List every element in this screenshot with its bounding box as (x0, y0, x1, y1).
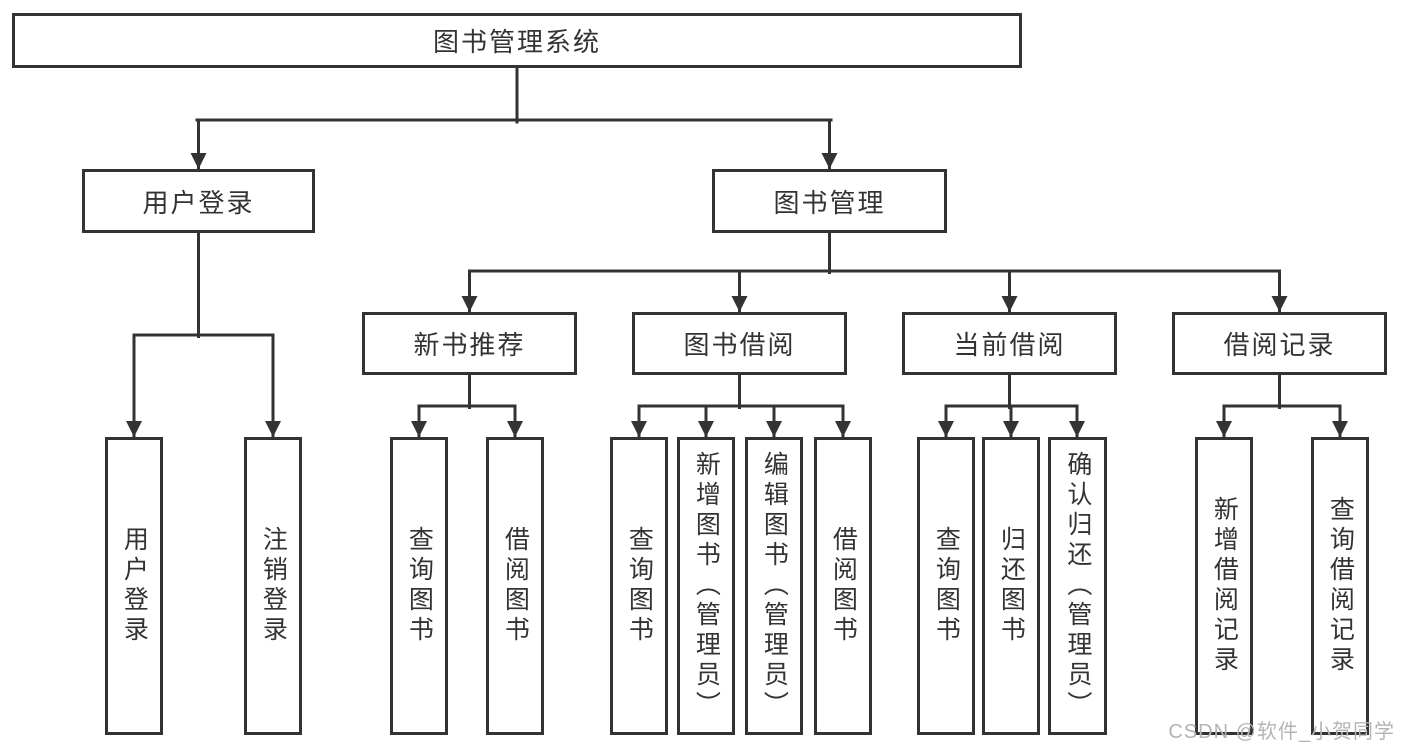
leaf-borrow-books-borrow-label: 借阅图书 (829, 526, 858, 646)
node-book-management: 图书管理 (712, 169, 947, 233)
leaf-query-borrow-record-label: 查询借阅记录 (1326, 496, 1355, 676)
leaf-return-book-label: 归还图书 (997, 526, 1026, 646)
leaf-query-books-recommend-label: 查询图书 (405, 526, 434, 646)
leaf-query-books-borrow-label: 查询图书 (625, 526, 654, 646)
node-borrow-records: 借阅记录 (1172, 312, 1387, 375)
node-user-login-group: 用户登录 (82, 169, 315, 233)
node-user-login-group-label: 用户登录 (142, 187, 255, 218)
leaf-logout: 注销登录 (244, 437, 302, 735)
node-new-book-recommend-label: 新书推荐 (413, 330, 526, 360)
node-current-borrow: 当前借阅 (902, 312, 1117, 375)
leaf-borrow-books-recommend: 借阅图书 (486, 437, 544, 735)
leaf-query-borrow-record: 查询借阅记录 (1311, 437, 1369, 735)
node-book-management-label: 图书管理 (773, 187, 886, 218)
leaf-confirm-return-admin: 确认归还（管理员） (1048, 437, 1107, 735)
leaf-user-login: 用户登录 (105, 437, 163, 735)
leaf-query-books-current-label: 查询图书 (932, 526, 961, 646)
leaf-borrow-books-recommend-label: 借阅图书 (501, 526, 530, 646)
leaf-add-borrow-record-label: 新增借阅记录 (1210, 496, 1239, 676)
leaf-user-login-label: 用户登录 (120, 526, 149, 646)
node-book-borrow: 图书借阅 (632, 312, 847, 375)
leaf-edit-book-admin-label: 编辑图书（管理员） (760, 451, 789, 721)
node-borrow-records-label: 借阅记录 (1223, 330, 1336, 360)
node-root-label: 图书管理系统 (432, 27, 601, 57)
leaf-query-books-recommend: 查询图书 (390, 437, 448, 735)
node-root: 图书管理系统 (12, 13, 1022, 68)
csdn-watermark: CSDN @软件_小贺同学 (1168, 721, 1395, 743)
leaf-add-book-admin-label: 新增图书（管理员） (692, 451, 721, 721)
leaf-logout-label: 注销登录 (259, 526, 288, 646)
leaf-borrow-books-borrow: 借阅图书 (814, 437, 872, 735)
node-book-borrow-label: 图书借阅 (683, 330, 796, 360)
leaf-edit-book-admin: 编辑图书（管理员） (745, 437, 803, 735)
node-new-book-recommend: 新书推荐 (362, 312, 577, 375)
leaf-add-borrow-record: 新增借阅记录 (1195, 437, 1253, 735)
leaf-query-books-borrow: 查询图书 (610, 437, 668, 735)
leaf-query-books-current: 查询图书 (917, 437, 975, 735)
node-current-borrow-label: 当前借阅 (953, 330, 1066, 360)
leaf-confirm-return-admin-label: 确认归还（管理员） (1063, 451, 1092, 721)
leaf-add-book-admin: 新增图书（管理员） (677, 437, 735, 735)
leaf-return-book: 归还图书 (982, 437, 1040, 735)
